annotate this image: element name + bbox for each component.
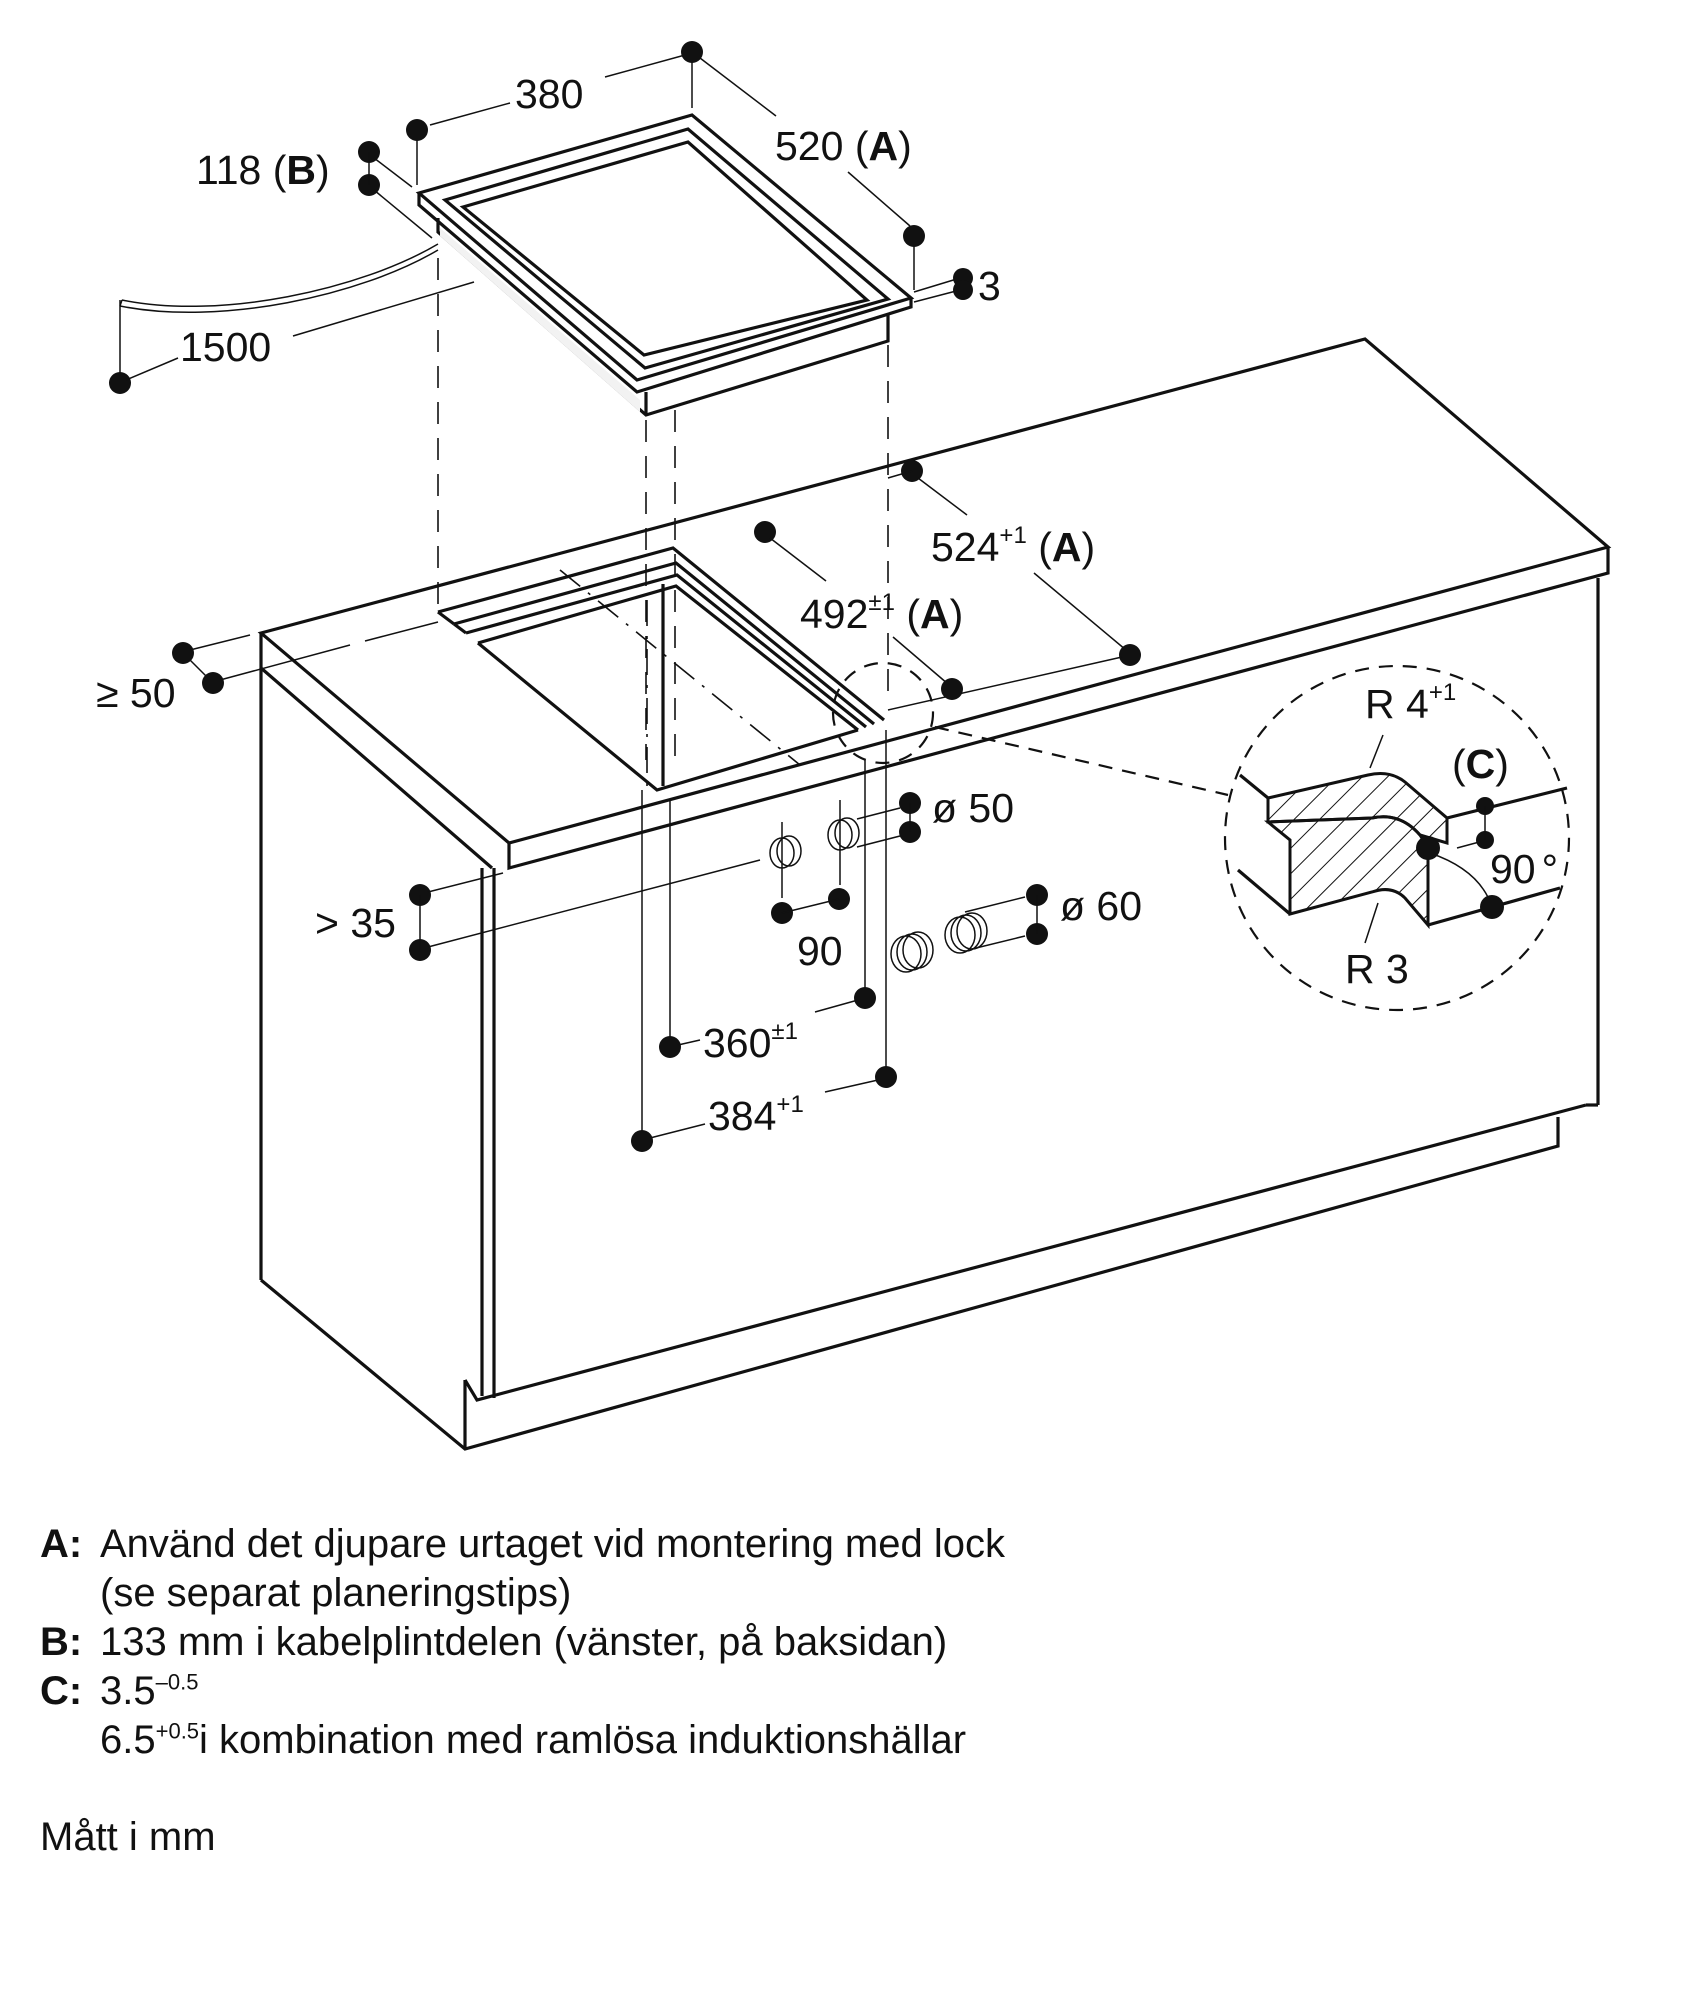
dim-cutout-depth-524: 524+1 (A) (931, 522, 1095, 570)
dim-point (681, 41, 703, 63)
dim-point (406, 119, 428, 141)
note-a: A: Använd det djupare urtaget vid monter… (40, 1520, 1005, 1618)
dim-point (875, 1066, 897, 1088)
dim-point (1416, 836, 1440, 860)
note-b: B: 133 mm i kabelplintdelen (vänster, på… (40, 1618, 1005, 1667)
power-cable (121, 243, 439, 308)
detail-callout (831, 661, 1571, 1012)
note-key: A: (40, 1522, 83, 1566)
projection-lines (437, 258, 889, 760)
detail-radius-bottom: R 3 (1345, 946, 1409, 992)
dim-height-118: 118 (B) (196, 147, 330, 193)
dim-cutout-depth-492: 492±1 (A) (800, 589, 963, 637)
detail-view-circle (1223, 664, 1571, 1012)
dim-cutout-width-360: 360±1 (703, 1018, 798, 1066)
note-text: 133 mm i kabelplintdelen (vänster, på ba… (100, 1620, 948, 1664)
detail-step-ref: (C) (1452, 741, 1509, 787)
dim-cable-1500: 1500 (180, 324, 271, 370)
dim-hole-diameter-60: ø 60 (1060, 883, 1142, 929)
dim-hole-diameter-50: ø 50 (932, 785, 1014, 831)
dim-point (631, 1130, 653, 1152)
vent-hole-large (944, 916, 976, 954)
countertop-left-edge (259, 633, 494, 870)
dim-point (1480, 895, 1504, 919)
detail-radius-top: R 4+1 (1365, 679, 1456, 727)
dim-hole-spacing-90: 90 (797, 928, 843, 974)
units-note: Mått i mm (40, 1815, 216, 1859)
dim-depth-520: 520 (A) (775, 123, 912, 169)
dim-point (903, 225, 925, 247)
note-key: B: (40, 1620, 83, 1664)
dim-point (953, 280, 973, 300)
dim-rear-clearance-50: ≥ 50 (96, 670, 176, 716)
note-key: C: (40, 1669, 83, 1713)
vent-hole-large (890, 935, 922, 973)
cabinet (259, 578, 1600, 1451)
detail-marker-circle (831, 661, 935, 765)
countertop-front-edge (507, 547, 1610, 871)
dim-cutout-width-384: 384+1 (708, 1091, 804, 1139)
hob-frame-edge (417, 193, 913, 394)
dim-frame-3: 3 (978, 263, 1001, 309)
detail-angle: 90° (1490, 846, 1558, 892)
vent-holes: 90 ø 50 ø 60 (769, 785, 1142, 974)
hob-appliance (119, 113, 915, 417)
hob-glass (459, 140, 871, 357)
edge-section-body (1263, 815, 1430, 930)
notes-legend: A: Använd det djupare urtaget vid monter… (40, 1520, 1005, 1765)
detail-view: R 4+1 (C) 90° R 3 (1236, 679, 1568, 992)
dim-worktop-35: > 35 (315, 900, 396, 946)
hob-dimensions: 380 520 (A) 3 118 (B) 1500 (109, 41, 1001, 394)
dim-point (659, 1036, 681, 1058)
countertop-cutout (437, 546, 886, 792)
note-text: Använd det djupare urtaget vid montering… (100, 1522, 1005, 1615)
hob-frame-inner (441, 127, 892, 370)
dim-point (854, 987, 876, 1009)
dim-width-380: 380 (515, 71, 583, 117)
dim-point (109, 372, 131, 394)
